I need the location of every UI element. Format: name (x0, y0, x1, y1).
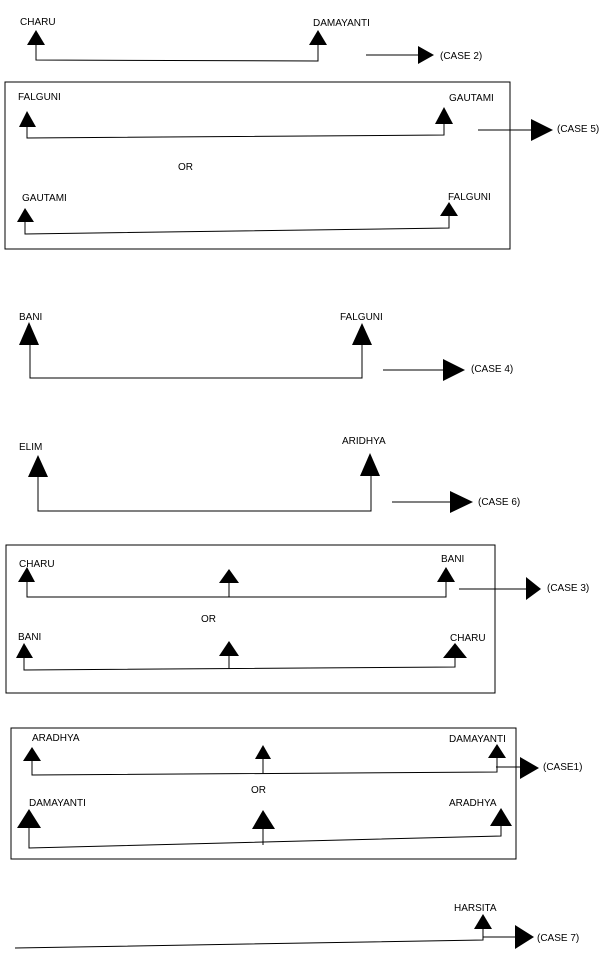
seat-label-right: DAMAYANTI (449, 734, 506, 745)
case-arrow-head-case7 (515, 925, 534, 949)
seat-marker-damayanti (309, 30, 327, 45)
seat-marker-charu (443, 643, 467, 658)
seat-label-right: CHARU (450, 633, 486, 644)
case-label: (CASE 2) (440, 51, 482, 62)
case-label: (CASE 6) (478, 497, 520, 508)
seat-marker-harsita (474, 914, 492, 929)
case-arrow-head-case1 (520, 757, 539, 779)
seat-label-right: DAMAYANTI (313, 18, 370, 29)
connector-line-r2b (24, 216, 450, 235)
seat-marker-gautami (17, 208, 34, 222)
seat-label-left: ARADHYA (32, 733, 80, 744)
seat-marker-falguni (352, 323, 372, 345)
connector-line-r4 (37, 476, 372, 512)
connector-line-r6a (31, 758, 498, 776)
seat-label-right: HARSITA (454, 903, 497, 914)
seat-label-right: BANI (441, 554, 464, 565)
or-label: OR (178, 162, 193, 173)
seat-label-right: ARADHYA (449, 798, 497, 809)
seat-marker-falguni (19, 111, 36, 127)
case-arrow-head-case3 (526, 577, 541, 600)
seat-label-left: CHARU (20, 17, 56, 28)
seat-label-left: BANI (19, 312, 42, 323)
seat-marker-elim (28, 455, 48, 477)
connector-line-r2a (26, 124, 445, 139)
case-arrow-head-case4 (443, 359, 465, 381)
seat-label-left: BANI (18, 632, 41, 643)
connector-line-r1 (35, 45, 319, 62)
seat-marker-damayanti (488, 744, 506, 758)
seat-label-left: FALGUNI (18, 92, 61, 103)
seat-label-left: ELIM (19, 442, 42, 453)
case-label: (CASE 7) (537, 933, 579, 944)
seat-marker-damayanti (17, 809, 41, 828)
case-arrow-head-case5 (531, 119, 553, 141)
group-box-case3 (5, 544, 496, 694)
seat-label-left: DAMAYANTI (29, 798, 86, 809)
or-label: OR (251, 785, 266, 796)
seat-marker-aradhya (23, 747, 41, 761)
seat-marker-falguni (440, 202, 458, 216)
case-label: (CASE1) (543, 762, 582, 773)
seat-label-left: CHARU (19, 559, 55, 570)
seat-label-right: ARIDHYA (342, 436, 386, 447)
seat-marker-aradhya (490, 808, 512, 826)
seat-marker-bani (16, 643, 33, 658)
seat-marker-middle (252, 810, 275, 829)
connector-line-r3 (29, 345, 363, 379)
labels: CHARU DAMAYANTI (CASE 2) FALGUNI GAUTAMI… (18, 17, 599, 944)
case-label: (CASE 4) (471, 364, 513, 375)
seat-marker-bani (19, 322, 39, 345)
connector-line-r5a (26, 582, 447, 598)
seat-marker-gautami (435, 107, 453, 124)
case-arrow-head-case6 (450, 491, 473, 513)
seat-label-right: FALGUNI (340, 312, 383, 323)
connector-line-r7 (14, 929, 484, 949)
seat-marker-bani (437, 567, 455, 582)
seat-marker-aridhya (360, 453, 380, 476)
seat-label-right: FALGUNI (448, 192, 491, 203)
seat-marker-charu (27, 30, 45, 45)
position-markers (16, 30, 553, 949)
seat-label-right: GAUTAMI (449, 93, 494, 104)
seat-marker-charu (18, 567, 35, 582)
seat-marker-middle (255, 745, 271, 759)
connector-line-r6b (28, 826, 502, 849)
connector-line-r5b (23, 658, 456, 671)
group-box-case5 (4, 81, 511, 250)
connector-lines (4, 45, 531, 949)
seat-label-left: GAUTAMI (22, 193, 67, 204)
group-box-case1 (10, 727, 517, 860)
or-label: OR (201, 614, 216, 625)
case-arrow-head-case2 (418, 46, 434, 64)
case-label: (CASE 3) (547, 583, 589, 594)
case-label: (CASE 5) (557, 124, 599, 135)
seat-marker-middle (219, 569, 239, 583)
seat-marker-middle (219, 641, 239, 656)
